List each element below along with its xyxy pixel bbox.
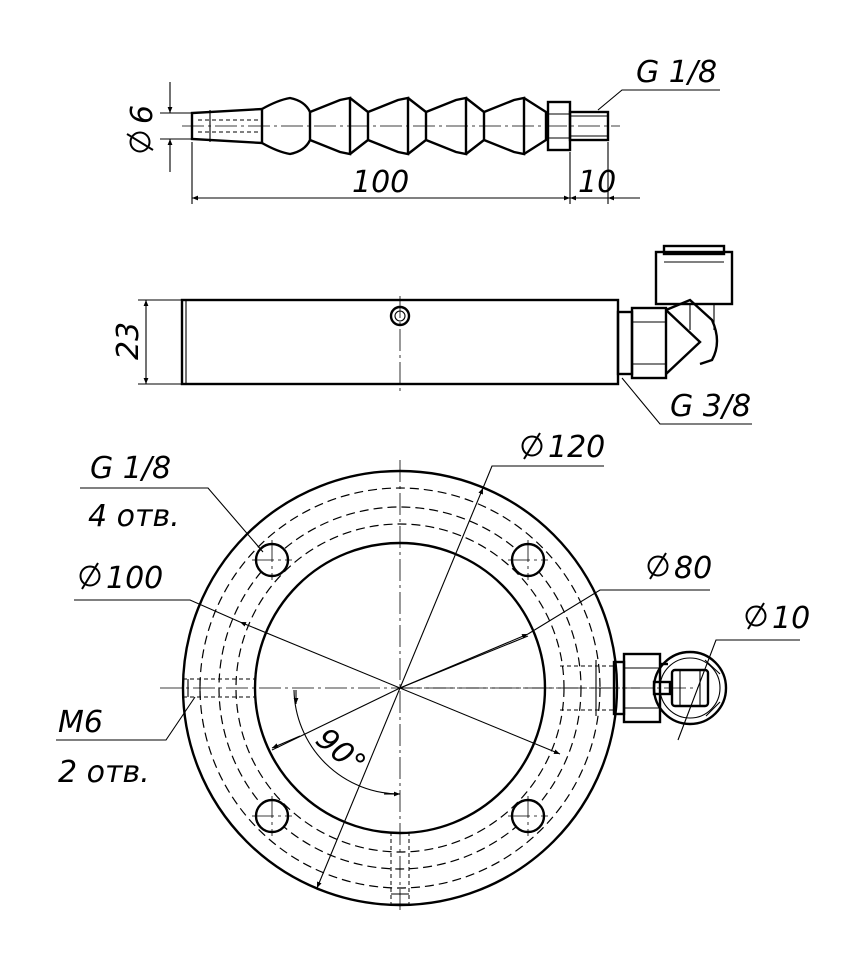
nozzle-thread-length-label: 10 — [578, 165, 616, 200]
bolt-circle-diameter-label: 100 — [106, 561, 163, 596]
ring-side-view: 23 G 3/8 — [111, 244, 752, 425]
ring-side-hole — [389, 305, 411, 327]
nozzle-ball — [261, 96, 312, 156]
side-thread-label: M6 — [58, 705, 103, 740]
tube-connector-square — [670, 668, 710, 708]
ring-outer-circle — [181, 469, 619, 907]
tube-diameter-label: 10 — [772, 601, 810, 636]
outer-diameter-label: 120 — [548, 430, 605, 465]
nozzle-length-label: 100 — [352, 165, 409, 200]
inner-diameter-label: 80 — [674, 551, 712, 586]
nozzle-segments — [309, 96, 548, 156]
hole-thread-label: G 1/8 — [90, 451, 171, 486]
tube-connector-outer — [652, 650, 728, 726]
angle-label: 90° — [309, 721, 372, 782]
nozzle-thread — [568, 110, 610, 142]
hole-count-label: 4 отв. — [88, 499, 180, 534]
ring-height-label: 23 — [111, 322, 146, 360]
nozzle-thread-label: G 1/8 — [636, 55, 717, 90]
mounting-holes — [252, 540, 548, 836]
inlet-thread-label: G 3/8 — [670, 389, 751, 424]
side-count-label: 2 отв. — [58, 755, 150, 790]
side-fitting — [612, 650, 728, 726]
ring-plan-view: 120 100 80 G 1/8 4 отв. M6 2 отв. 10 90° — [56, 430, 810, 910]
nozzle-diameter-label: 6 — [125, 105, 160, 124]
inlet-fitting — [616, 244, 734, 380]
nozzle-view: 6 100 10 G 1/8 — [125, 55, 720, 204]
